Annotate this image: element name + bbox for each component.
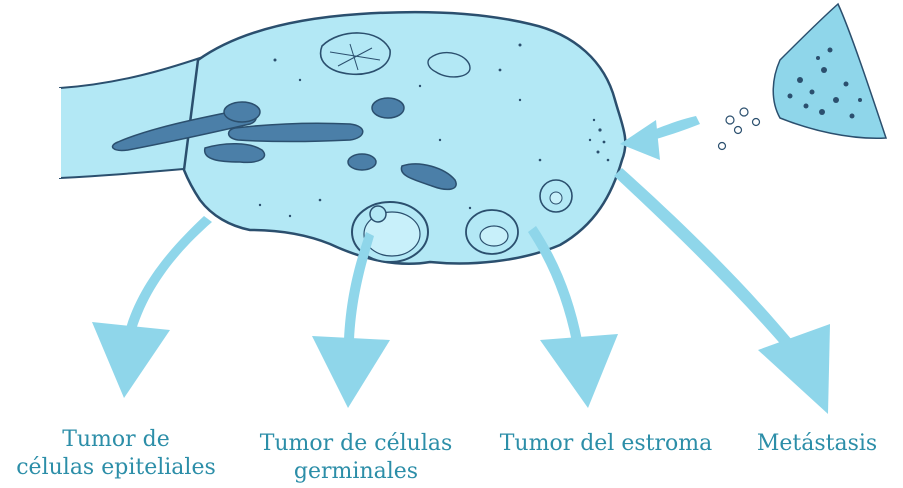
follicle-small — [540, 180, 572, 212]
vessel-2 — [229, 123, 363, 141]
metastatic-tissue — [773, 4, 886, 138]
corpus-albicans — [321, 33, 391, 74]
arrow-metastasis-inbound — [620, 116, 700, 160]
label-metastasis: Metástasis — [742, 430, 892, 458]
vessel-4 — [224, 102, 260, 122]
label-stroma-line1: Tumor del estroma — [488, 430, 724, 458]
vessel-3 — [205, 144, 265, 163]
follicle-medium — [466, 210, 518, 254]
arrow-to-epithelial — [92, 216, 212, 398]
label-germinal-line1: Tumor de células — [250, 430, 462, 458]
label-germinal-tumor: Tumor de células germinales — [250, 430, 462, 486]
label-epithelial-line1: Tumor de — [6, 426, 226, 454]
label-metastasis-line1: Metástasis — [742, 430, 892, 458]
detached-cells — [719, 108, 760, 150]
vessel-6 — [348, 154, 376, 170]
label-epithelial-line2: células epiteliales — [6, 454, 226, 482]
arrow-to-metastasis — [614, 168, 830, 414]
vessel-5 — [372, 98, 404, 118]
label-epithelial-tumor: Tumor de células epiteliales — [6, 426, 226, 482]
label-stroma-tumor: Tumor del estroma — [488, 430, 724, 458]
label-germinal-line2: germinales — [250, 458, 462, 486]
arrow-to-stroma — [528, 226, 618, 408]
